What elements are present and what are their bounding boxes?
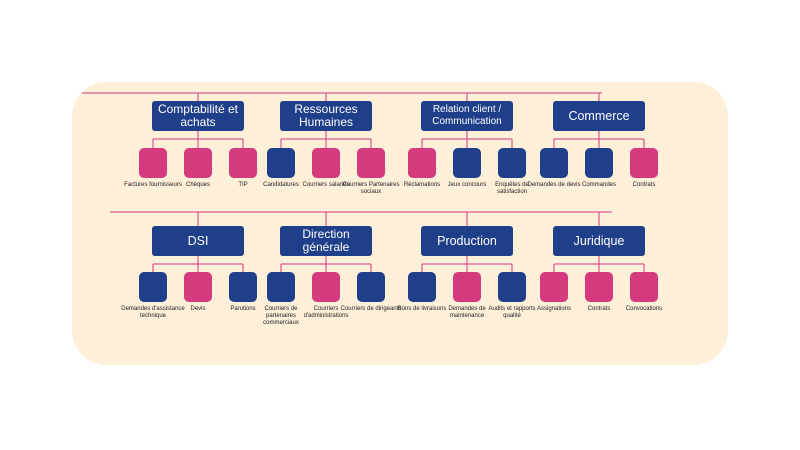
document-type-box [139, 148, 167, 178]
document-type-label: Jeux concours [447, 182, 487, 188]
document-type-label: Assignations [536, 306, 572, 312]
document-type-box [267, 148, 295, 178]
document-type-box [408, 148, 436, 178]
department-box: Ressources Humaines [280, 101, 372, 131]
document-type-box [357, 148, 385, 178]
document-type-label: Enquêtes de satisfaction [495, 182, 529, 196]
document-type-label: Contrats [632, 182, 656, 188]
document-type-label: Courriers d'administrations [303, 306, 349, 320]
document-type-box [630, 272, 658, 302]
document-type-label: Demandes de devis [527, 182, 581, 188]
document-type-box [540, 272, 568, 302]
document-type-label: Factures fournisseurs [124, 182, 182, 188]
document-type-box [229, 148, 257, 178]
document-type-box [312, 272, 340, 302]
document-type-box [585, 148, 613, 178]
document-type-label: Devis [190, 306, 206, 312]
document-type-box [453, 272, 481, 302]
department-box: Juridique [553, 226, 645, 256]
document-type-box [267, 272, 295, 302]
document-type-label: TIP [238, 182, 248, 188]
department-box: Direction générale [280, 226, 372, 256]
department-box: Commerce [553, 101, 645, 131]
document-type-box [139, 272, 167, 302]
document-type-label: Courriers Partenaires sociaux [342, 182, 400, 196]
document-type-box [498, 272, 526, 302]
document-type-box [408, 272, 436, 302]
document-type-box [630, 148, 658, 178]
document-type-box [540, 148, 568, 178]
document-type-box [498, 148, 526, 178]
document-type-label: Commandes [581, 182, 616, 188]
document-type-label: Convocations [625, 306, 663, 312]
department-box: Production [421, 226, 513, 256]
document-type-label: Contrats [587, 306, 611, 312]
document-type-label: Courriers de dirigeants [340, 306, 402, 312]
document-type-box [184, 272, 212, 302]
document-type-label: Candidatures [263, 182, 299, 188]
document-type-label: Demandes de maintenance [448, 306, 486, 320]
document-type-label: Chèques [185, 182, 211, 188]
department-box: Relation client / Communication [421, 101, 513, 131]
document-type-box [312, 148, 340, 178]
department-box: DSI [152, 226, 244, 256]
document-type-label: Audits et rapports qualité [488, 306, 536, 320]
document-type-label: Réclamations [403, 182, 441, 188]
document-type-box [229, 272, 257, 302]
document-type-box [453, 148, 481, 178]
document-type-box [357, 272, 385, 302]
document-type-label: Courriers de partenaires commerciaux [263, 306, 299, 327]
document-type-box [585, 272, 613, 302]
document-type-label: Courriers salariés [302, 182, 350, 188]
document-type-box [184, 148, 212, 178]
document-type-label: Demandes d'assistance technique [121, 306, 185, 320]
department-box: Comptabilité et achats [152, 101, 244, 131]
document-type-label: Bons de livraisons [397, 306, 447, 312]
document-type-label: Parutions [230, 306, 256, 312]
